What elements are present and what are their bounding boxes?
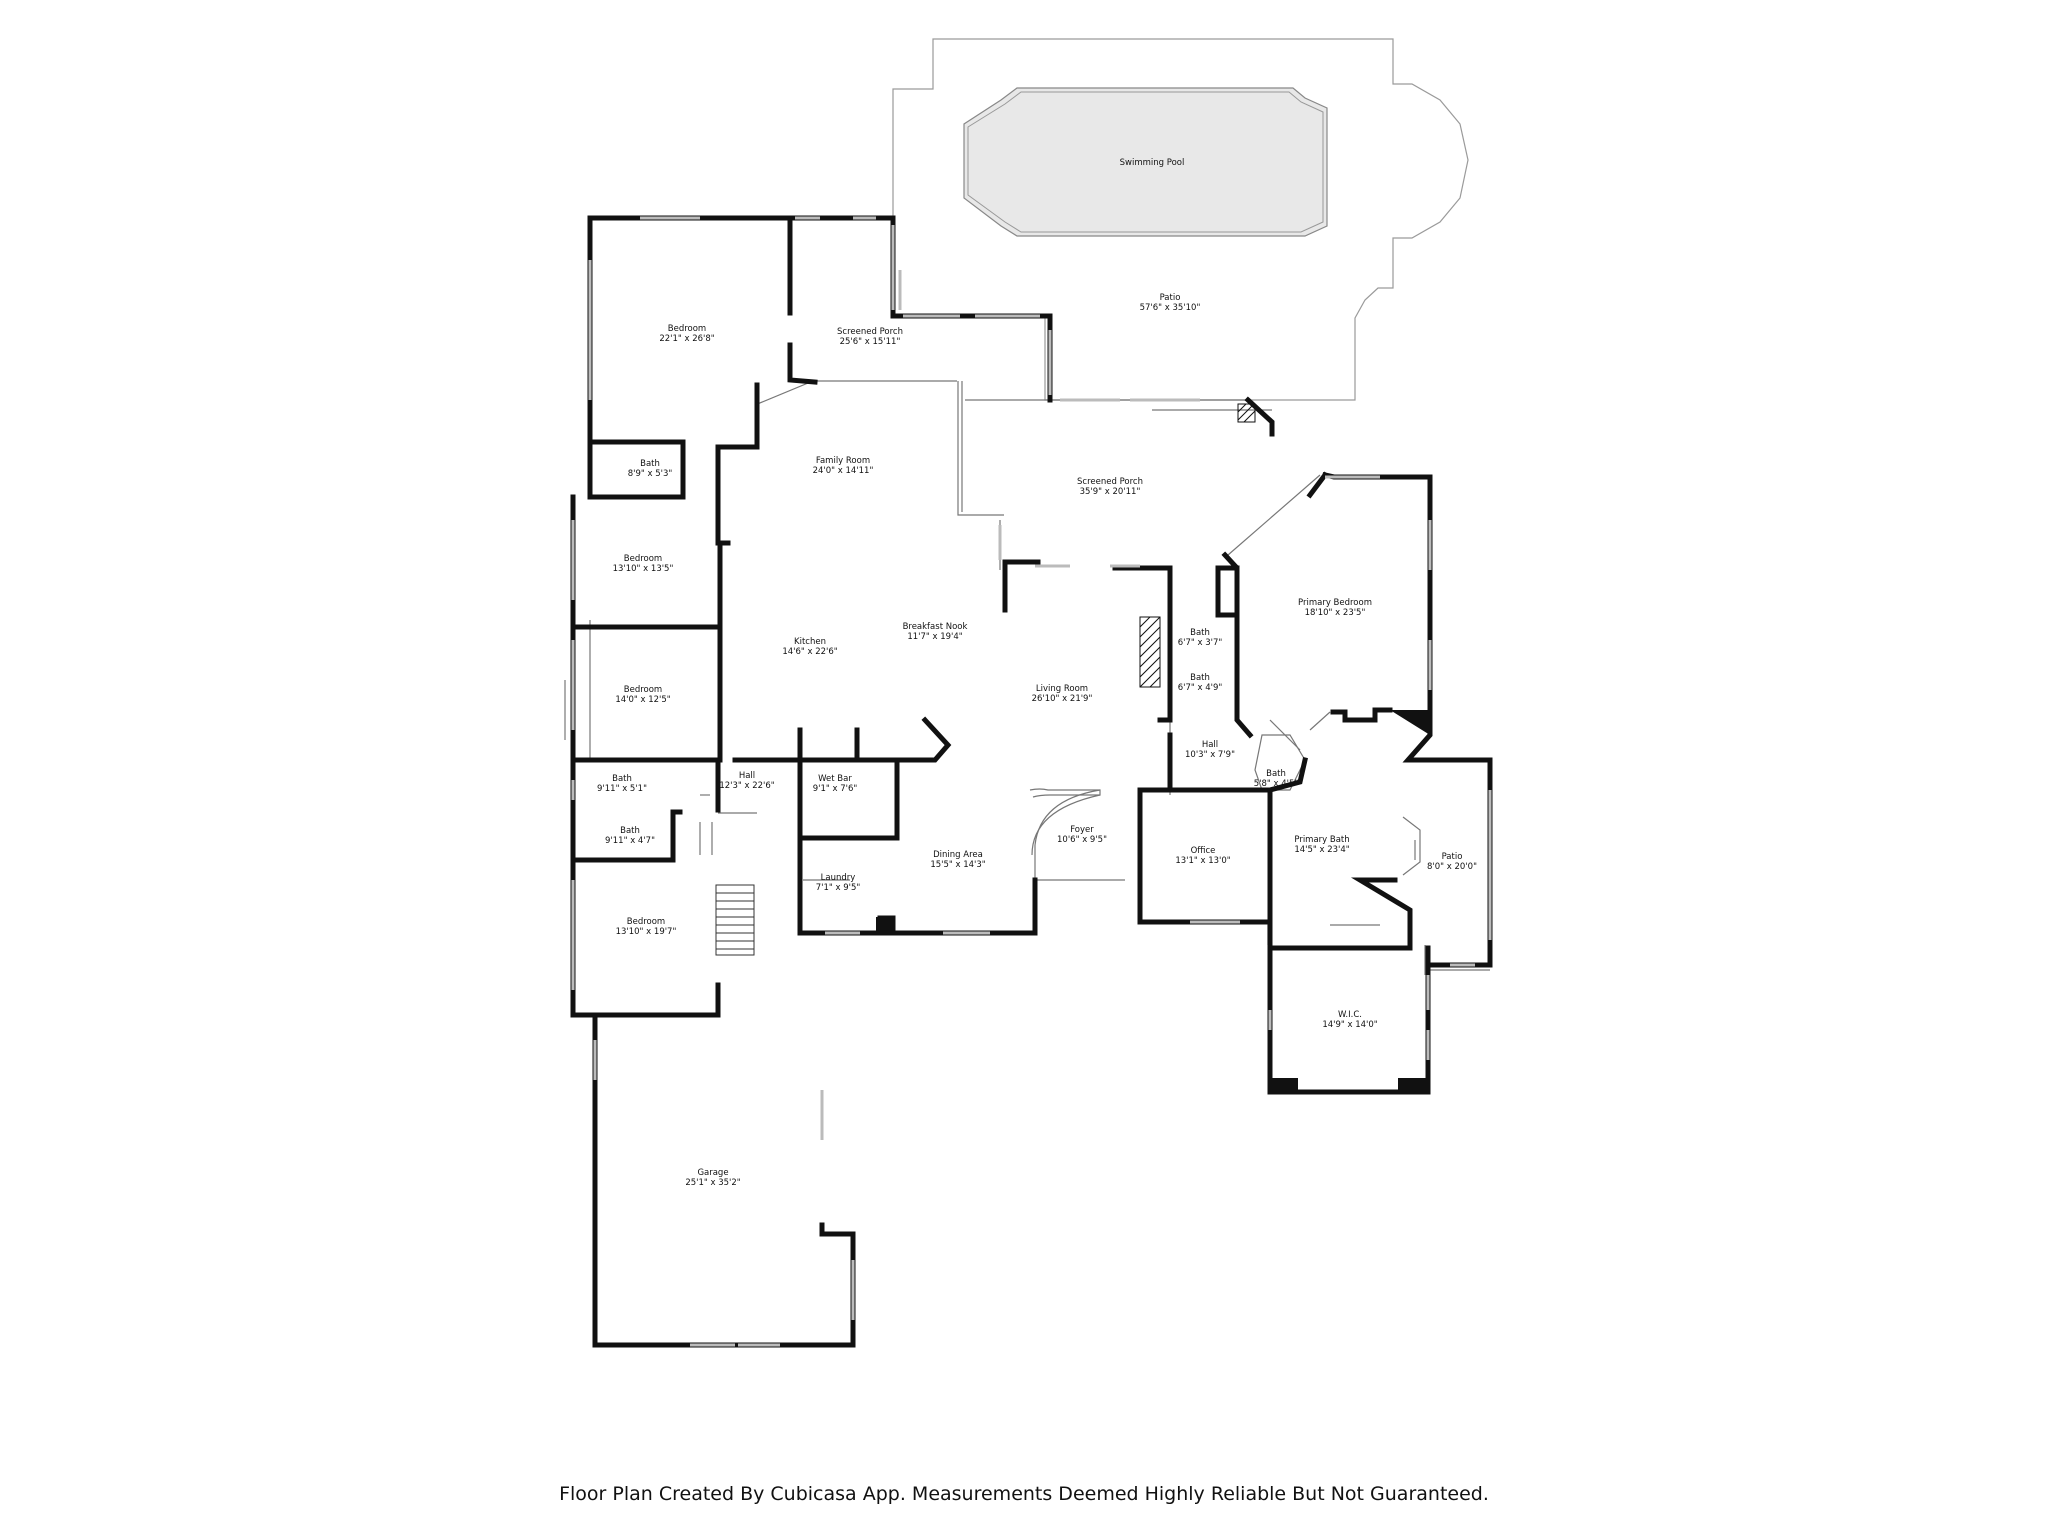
dim-bedroom-3: 14'0" x 12'5" <box>615 695 670 705</box>
label-wet-bar: Wet Bar <box>818 774 852 784</box>
dim-bath-upper: 6'7" x 3'7" <box>1178 638 1223 648</box>
structural-fills <box>876 710 1430 1092</box>
room-labels: Swimming Pool Patio 57'6" x 35'10" Bedro… <box>597 158 1477 1188</box>
label-bath-w2: Bath <box>620 826 640 836</box>
dim-family-room: 24'0" x 14'11" <box>813 466 874 476</box>
label-kitchen: Kitchen <box>794 637 826 647</box>
footer-disclaimer: Floor Plan Created By Cubicasa App. Meas… <box>559 1483 1489 1505</box>
label-bath-upper: Bath <box>1190 628 1210 638</box>
label-screened-porch-mid: Screened Porch <box>1077 477 1143 487</box>
label-foyer: Foyer <box>1070 825 1094 835</box>
dim-wic: 14'9" x 14'0" <box>1322 1020 1377 1030</box>
dim-bath-lower: 6'7" x 4'9" <box>1178 683 1223 693</box>
dim-bedroom-2: 13'10" x 13'5" <box>613 564 674 574</box>
dim-garage: 25'1" x 35'2" <box>685 1178 740 1188</box>
dim-laundry: 7'1" x 9'5" <box>816 883 861 893</box>
label-dining-area: Dining Area <box>933 850 983 860</box>
dim-breakfast-nook: 11'7" x 19'4" <box>907 632 962 642</box>
dim-patio-top: 57'6" x 35'10" <box>1140 303 1201 313</box>
dim-hall-right: 10'3" x 7'9" <box>1185 750 1235 760</box>
label-hall-left: Hall <box>739 771 755 781</box>
dim-wet-bar: 9'1" x 7'6" <box>813 784 858 794</box>
dim-primary-bath: 14'5" x 23'4" <box>1294 845 1349 855</box>
label-bedroom-2: Bedroom <box>624 554 662 564</box>
label-living-room: Living Room <box>1036 684 1088 694</box>
windows <box>571 216 1492 1347</box>
label-swimming-pool: Swimming Pool <box>1120 158 1185 168</box>
label-laundry: Laundry <box>821 873 856 883</box>
label-primary-bedroom: Primary Bedroom <box>1298 598 1372 608</box>
label-wic: W.I.C. <box>1338 1010 1362 1020</box>
dim-dining-area: 15'5" x 14'3" <box>930 860 985 870</box>
label-bedroom-3: Bedroom <box>624 685 662 695</box>
dim-kitchen: 14'6" x 22'6" <box>782 647 837 657</box>
label-office: Office <box>1191 846 1216 856</box>
dim-living-room: 26'10" x 21'9" <box>1032 694 1093 704</box>
label-primary-bath: Primary Bath <box>1294 835 1349 845</box>
dim-bedroom-4: 13'10" x 19'7" <box>616 927 677 937</box>
fireplace <box>1139 403 1256 688</box>
dim-bath-nw: 8'9" x 5'3" <box>628 469 673 479</box>
label-bath-lower: Bath <box>1190 673 1210 683</box>
label-bath-nw: Bath <box>640 459 660 469</box>
dim-screened-porch-mid: 35'9" x 20'11" <box>1080 487 1141 497</box>
dim-bath-w1: 9'11" x 5'1" <box>597 784 647 794</box>
label-garage: Garage <box>697 1168 728 1178</box>
label-bedroom-nw: Bedroom <box>668 324 706 334</box>
label-bath-small: Bath <box>1266 769 1286 779</box>
dim-bath-small: 5'8" x 4'5" <box>1254 779 1299 789</box>
dim-hall-left: 12'3" x 22'6" <box>719 781 774 791</box>
stairs <box>715 884 755 956</box>
dim-screened-porch-top: 25'6" x 15'11" <box>840 337 901 347</box>
swimming-pool <box>963 87 1328 237</box>
label-family-room: Family Room <box>816 456 870 466</box>
label-bedroom-4: Bedroom <box>627 917 665 927</box>
label-breakfast-nook: Breakfast Nook <box>903 622 968 632</box>
label-bath-w1: Bath <box>612 774 632 784</box>
dim-foyer: 10'6" x 9'5" <box>1057 835 1107 845</box>
label-patio-top: Patio <box>1160 293 1181 303</box>
dim-office: 13'1" x 13'0" <box>1175 856 1230 866</box>
dim-bath-w2: 9'11" x 4'7" <box>605 836 655 846</box>
dim-primary-bedroom: 18'10" x 23'5" <box>1305 608 1366 618</box>
interior-thin-walls <box>564 380 1490 975</box>
label-patio-right: Patio <box>1442 852 1463 862</box>
dim-patio-right: 8'0" x 20'0" <box>1427 862 1477 872</box>
label-screened-porch-top: Screened Porch <box>837 327 903 337</box>
label-hall-right: Hall <box>1202 740 1218 750</box>
dim-bedroom-nw: 22'1" x 26'8" <box>659 334 714 344</box>
